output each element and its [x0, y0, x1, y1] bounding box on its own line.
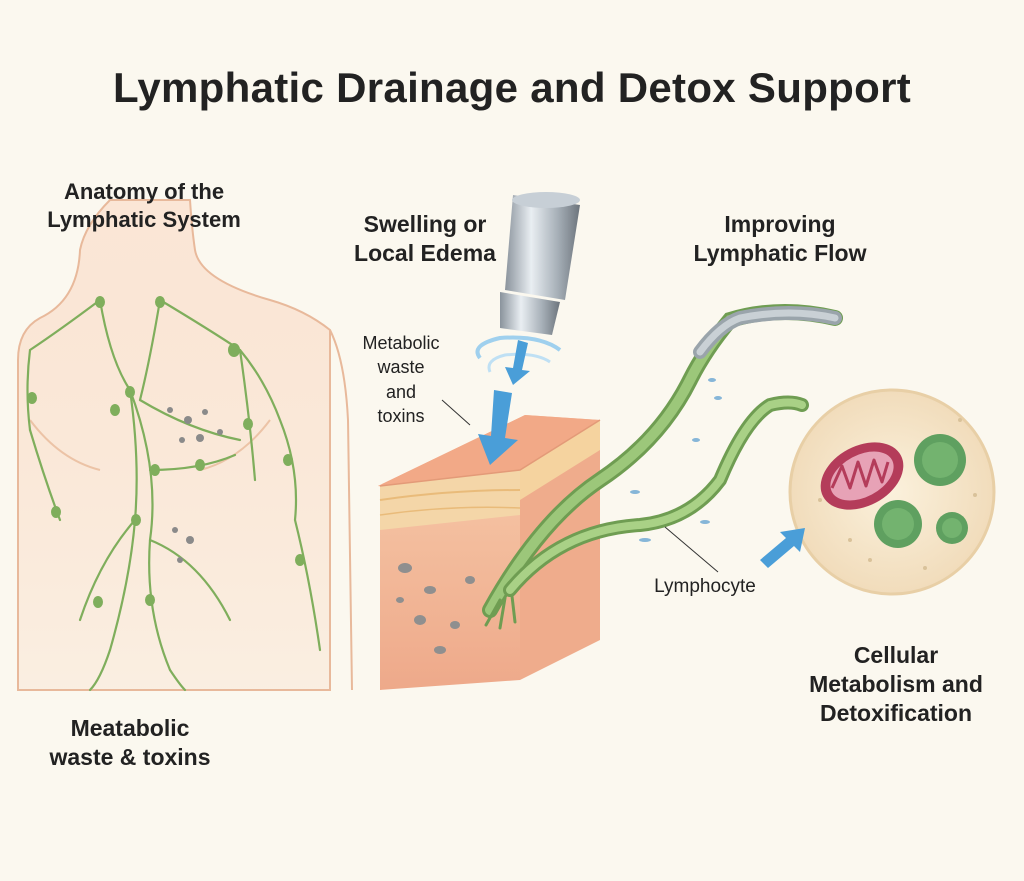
- label-waste-line-2: waste & toxins: [49, 743, 211, 770]
- label-metabolic: Metabolic waste and toxins: [346, 331, 456, 428]
- label-cellular-line-1: Cellular: [853, 642, 939, 668]
- label-metabolic-line-2: waste: [377, 357, 425, 378]
- label-cellular: Cellular Metabolism and Detoxification: [788, 641, 1004, 727]
- label-improving-line-1: Improving: [724, 211, 836, 237]
- label-metabolic-line-3: and: [385, 381, 417, 402]
- cell-arrow-icon: [760, 528, 805, 568]
- label-lymphocyte: Lymphocyte: [654, 576, 756, 597]
- page-title: Lymphatic Drainage and Detox Support: [112, 64, 911, 111]
- flow-arrow-icon: [478, 340, 530, 465]
- label-waste-line-1: Meatabolic: [70, 715, 190, 741]
- massage-device-icon: [475, 192, 580, 373]
- label-swelling-line-1: Swelling or: [363, 211, 487, 237]
- label-swelling-line-2: Local Edema: [354, 239, 496, 266]
- label-cellular-line-2: Metabolism and: [809, 670, 983, 697]
- label-cellular-line-3: Detoxification: [819, 699, 973, 726]
- cell-illustration: [788, 388, 996, 596]
- label-anatomy-line-2: Lymphatic System: [47, 206, 241, 232]
- label-metabolic-line-1: Metabolic: [362, 333, 440, 353]
- label-improving: Improving Lymphatic Flow: [665, 210, 895, 268]
- label-anatomy: Anatomy of the Lymphatic System: [24, 178, 264, 233]
- label-metabolic-line-4: toxins: [377, 405, 425, 426]
- label-anatomy-line-1: Anatomy of the: [63, 179, 225, 204]
- metabolic-leader-line: [441, 399, 471, 426]
- label-waste: Meatabolic waste & toxins: [20, 714, 240, 772]
- label-improving-line-2: Lymphatic Flow: [693, 239, 867, 266]
- lymph-vessel-illustration: [482, 303, 843, 630]
- lymphocyte-leader-line: [664, 526, 719, 573]
- label-swelling: Swelling or Local Edema: [340, 210, 510, 268]
- mitochondria-icon: [820, 442, 904, 510]
- torso-illustration: [17, 199, 353, 692]
